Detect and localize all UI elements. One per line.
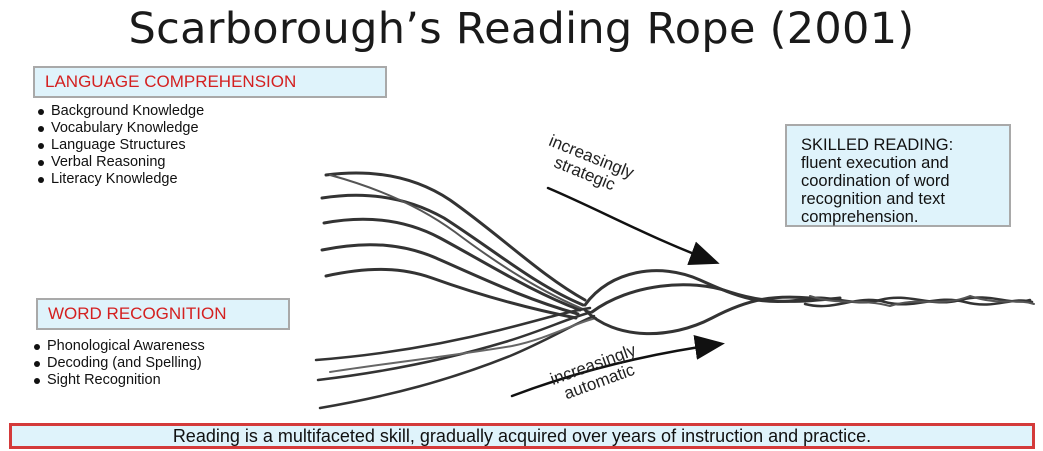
strategic-arrow xyxy=(548,188,715,262)
upper-strands xyxy=(322,173,590,318)
twisted-rope xyxy=(585,271,840,334)
skilled-reading-description: fluent execution and coordination of wor… xyxy=(801,154,999,226)
footer-caption: Reading is a multifaceted skill, gradual… xyxy=(9,423,1035,449)
skilled-reading-box: SKILLED READING: fluent execution and co… xyxy=(785,124,1011,227)
skilled-reading-heading: SKILLED READING: xyxy=(801,136,999,154)
lower-strands xyxy=(316,308,596,408)
